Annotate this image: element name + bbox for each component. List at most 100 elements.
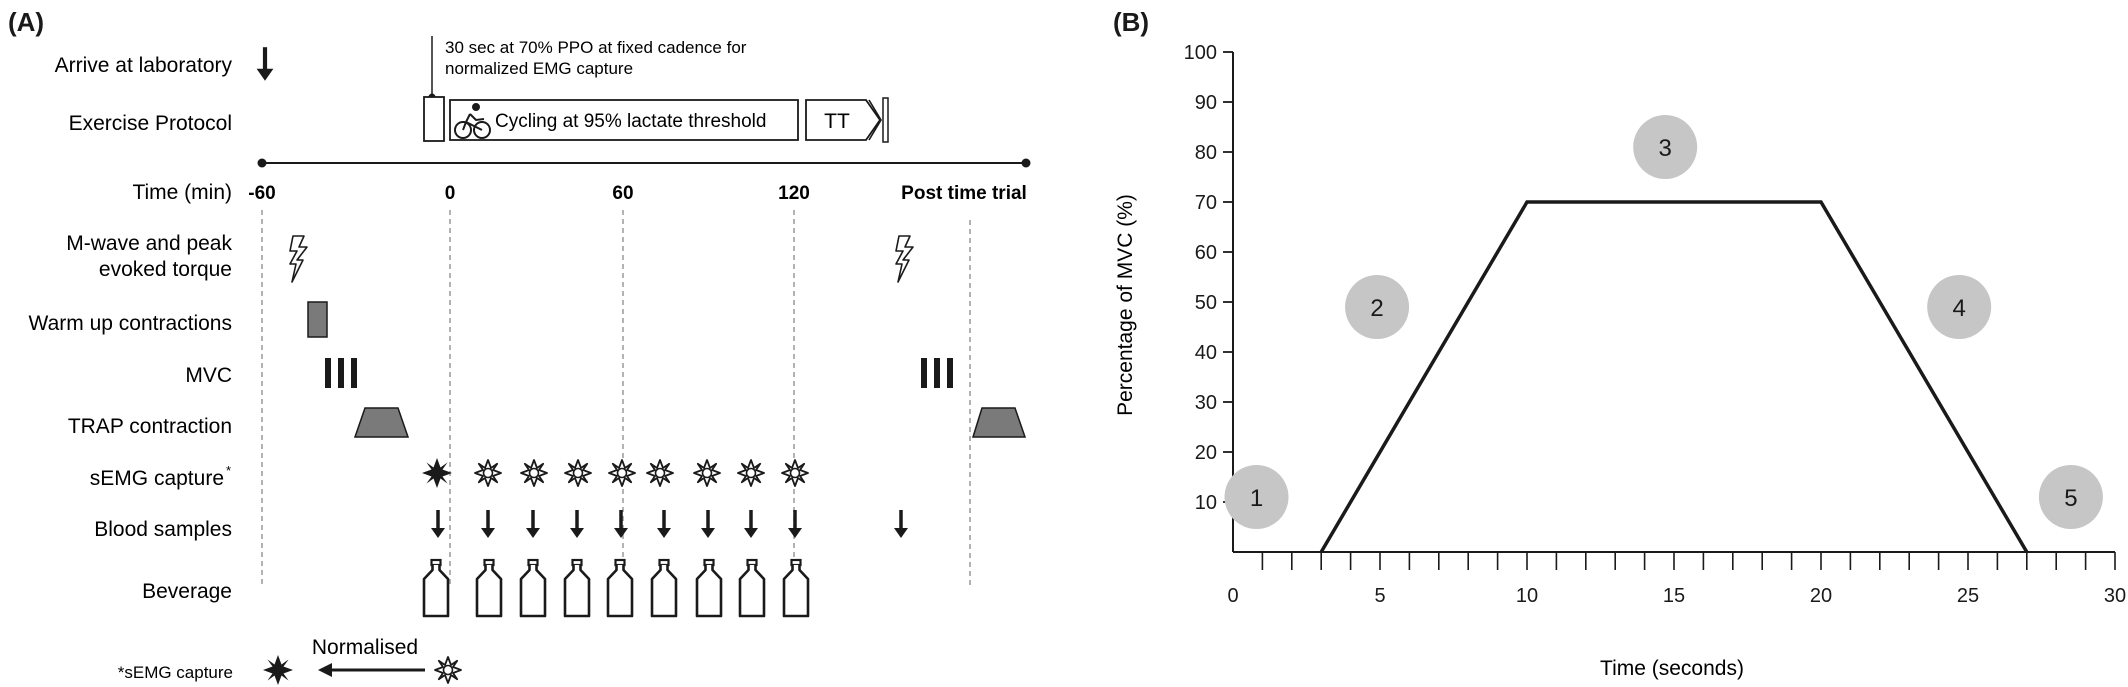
- bottle-icon: [782, 558, 810, 618]
- down-arrow-icon: [786, 508, 804, 540]
- down-arrow-icon: [655, 508, 673, 540]
- down-arrow-icon: [524, 508, 542, 540]
- bottle-icon: [519, 558, 547, 618]
- cycling-label: Cycling at 95% lactate threshold: [495, 111, 766, 132]
- down-arrow-icon: [892, 508, 910, 540]
- row-label-time: Time (min): [132, 181, 232, 204]
- time-trial-end-bar: [882, 97, 889, 143]
- sun-icon: [693, 459, 721, 487]
- bottle-icon: [422, 558, 450, 618]
- sun-icon: [608, 459, 636, 487]
- sun-icon: [520, 459, 548, 487]
- down-arrow-icon: [429, 508, 447, 540]
- y-tick-label: 10: [1195, 492, 1217, 514]
- panel-a-label: (A): [8, 7, 44, 37]
- time-tick-post-time-trial: Post time trial: [901, 183, 1027, 204]
- phase-marker-label: 5: [2064, 485, 2077, 512]
- row-label-blood: Blood samples: [94, 518, 232, 541]
- sun-icon: [737, 459, 765, 487]
- annotation-line-2: normalized EMG capture: [445, 59, 633, 78]
- row-label-arrive: Arrive at laboratory: [55, 54, 233, 77]
- time-tick-0: 0: [445, 183, 456, 204]
- phase-marker-label: 2: [1370, 295, 1383, 322]
- y-tick-label: 70: [1195, 192, 1217, 214]
- arrive-arrow-icon: [257, 47, 274, 81]
- y-tick-label: 60: [1195, 242, 1217, 264]
- bottle-icon: [695, 558, 723, 618]
- lightning-icon: [895, 235, 914, 283]
- star-burst-icon: [263, 655, 293, 685]
- x-tick-label: 5: [1374, 585, 1385, 607]
- down-arrow-icon: [699, 508, 717, 540]
- x-tick-label: 15: [1663, 585, 1685, 607]
- cycling-box: [449, 99, 799, 141]
- phase-marker-circle: [1633, 115, 1698, 179]
- x-tick-label: 10: [1516, 585, 1538, 607]
- normalization-bout-box: [423, 96, 445, 142]
- y-tick-label: 50: [1195, 292, 1217, 314]
- bottle-icon: [650, 558, 678, 618]
- y-axis-title: Percentage of MVC (%): [1114, 194, 1137, 416]
- bottle-icon: [475, 558, 503, 618]
- x-tick-label: 0: [1227, 585, 1238, 607]
- row-label-trap: TRAP contraction: [68, 415, 232, 438]
- mvc-bars-pre: [325, 358, 357, 388]
- phase-marker-circle: [1927, 275, 1992, 339]
- phase-marker-circle: [1224, 465, 1289, 529]
- panel-b-label: (B): [1113, 7, 1149, 37]
- down-arrow-icon: [479, 508, 497, 540]
- row-label-semg-asterisk: *: [226, 463, 231, 478]
- time-tick-minus-60: -60: [248, 183, 275, 204]
- y-tick-label: 20: [1195, 442, 1217, 464]
- legend-label: *sEMG capture: [118, 663, 233, 682]
- y-tick-label: 30: [1195, 392, 1217, 414]
- annotation-line-1: 30 sec at 70% PPO at fixed cadence for: [445, 38, 747, 57]
- warmup-block: [307, 301, 328, 338]
- y-tick-label: 40: [1195, 342, 1217, 364]
- mvc-bars-post: [921, 358, 953, 388]
- x-tick-label: 20: [1810, 585, 1832, 607]
- row-label-protocol: Exercise Protocol: [69, 112, 232, 135]
- timeline-end-dot: [1021, 158, 1031, 168]
- row-label-mvc: MVC: [185, 364, 232, 387]
- series-group: [1319, 200, 2029, 553]
- row-label-mwave-1: M-wave and peak: [66, 232, 232, 255]
- row-label-warmup: Warm up contractions: [29, 312, 232, 335]
- dashed-guides: [261, 210, 971, 588]
- series-line: [1319, 200, 2029, 553]
- row-label-mwave-2: evoked torque: [99, 258, 232, 281]
- cyclist-icon: [454, 103, 491, 139]
- time-trial-label: TT: [824, 110, 850, 133]
- sun-icon: [474, 459, 502, 487]
- phase-marker-circle: [1345, 275, 1410, 339]
- sun-icon: [434, 656, 462, 684]
- sun-icon: [564, 459, 592, 487]
- left-arrow-icon: [318, 663, 332, 677]
- time-tick-60: 60: [612, 183, 633, 204]
- lightning-icon: [289, 235, 308, 283]
- phase-marker-label: 1: [1250, 485, 1263, 512]
- timeline-start-dot: [257, 158, 267, 168]
- time-tick-120: 120: [778, 183, 810, 204]
- time-trial-box: [805, 99, 882, 141]
- down-arrow-icon: [568, 508, 586, 540]
- phase-marker-circle: [2038, 465, 2103, 529]
- bottle-icon: [606, 558, 634, 618]
- y-tick-label: 90: [1195, 92, 1217, 114]
- row-label-semg: sEMG capture: [90, 467, 224, 490]
- sun-icon: [646, 459, 674, 487]
- y-tick-label: 100: [1184, 42, 1217, 64]
- x-axis-title: Time (seconds): [1600, 657, 1744, 680]
- panel-a: (A) Arrive at laboratory Exercise Protoc…: [8, 7, 1031, 685]
- trap-contraction-pre: [353, 407, 410, 438]
- sun-icon: [781, 459, 809, 487]
- star-burst-icon: [422, 458, 452, 488]
- x-tick-label: 30: [2104, 585, 2126, 607]
- phase-marker-label: 3: [1659, 135, 1672, 162]
- x-tick-label: 25: [1957, 585, 1979, 607]
